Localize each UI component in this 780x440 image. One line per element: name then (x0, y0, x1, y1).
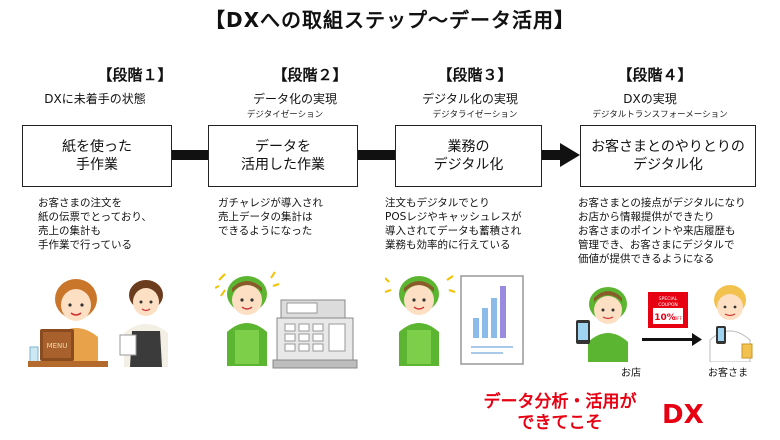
digital-interaction-illustration: SPECIAL COUPON 10% OFF (576, 285, 753, 362)
conclusion-line-2: できてこそ (517, 413, 603, 433)
connector-bar-2 (355, 150, 397, 160)
step-4-label: 【段階４】 (617, 66, 693, 84)
menu-label: MENU (47, 342, 68, 350)
step-1-description: お客さまの注文を 紙の伝票でとっており、 売上の集計も 手作業で行っている (38, 197, 152, 251)
step-3-label: 【段階３】 (437, 66, 513, 84)
page-title: 【DXへの取組ステップ〜データ活用】 (204, 8, 576, 32)
coupon-line1: SPECIAL (659, 296, 678, 302)
step-4-term: デジタルトランスフォーメーション (592, 110, 728, 120)
shop-caption: お店 (621, 368, 641, 379)
connector-bar-1 (170, 150, 210, 160)
step-1-label: 【段階１】 (97, 66, 173, 84)
paper-work-illustration: MENU (28, 279, 168, 367)
step-3-description: 注文もデジタルでとり POSレジやキャッシュレスが 導入されてデータも蓄積され … (385, 197, 522, 251)
step-2-box: データを 活用した作業 (208, 125, 358, 187)
coupon-value: 10% (654, 313, 676, 323)
step-2-state: データ化の実現 (252, 92, 337, 106)
step-2-description: ガチャレジが導入され 売上データの集計は できるようになった (218, 197, 323, 237)
step-2-term: デジタイゼーション (246, 110, 324, 120)
connector-bar-3 (540, 150, 562, 160)
step-4-state: DXの実現 (623, 92, 677, 106)
coupon-line2: COUPON (658, 302, 678, 308)
coupon-suffix: OFF (674, 316, 682, 321)
step-3-state: デジタル化の実現 (422, 92, 518, 106)
data-chart-illustration (385, 275, 524, 366)
cash-register-illustration (215, 271, 358, 369)
step-4-description: お客さまとの接点がデジタルになり お店から情報提供ができたり お客さまのポイント… (578, 197, 746, 265)
step-1-box: 紙を使った 手作業 (22, 125, 172, 187)
conclusion-line-1: データ分析・活用が (483, 392, 637, 412)
customer-caption: お客さま (708, 368, 748, 379)
step-4-box: お客さまとのやりとりの デジタル化 (580, 125, 756, 187)
arrow-head-icon (560, 143, 580, 167)
step-2-label: 【段階２】 (272, 66, 348, 84)
step-1-state: DXに未着手の状態 (44, 92, 146, 106)
step-3-term: デジタライゼーション (432, 110, 518, 120)
conclusion-dx: DX (662, 400, 704, 430)
step-3-box: 業務の デジタル化 (395, 125, 542, 187)
